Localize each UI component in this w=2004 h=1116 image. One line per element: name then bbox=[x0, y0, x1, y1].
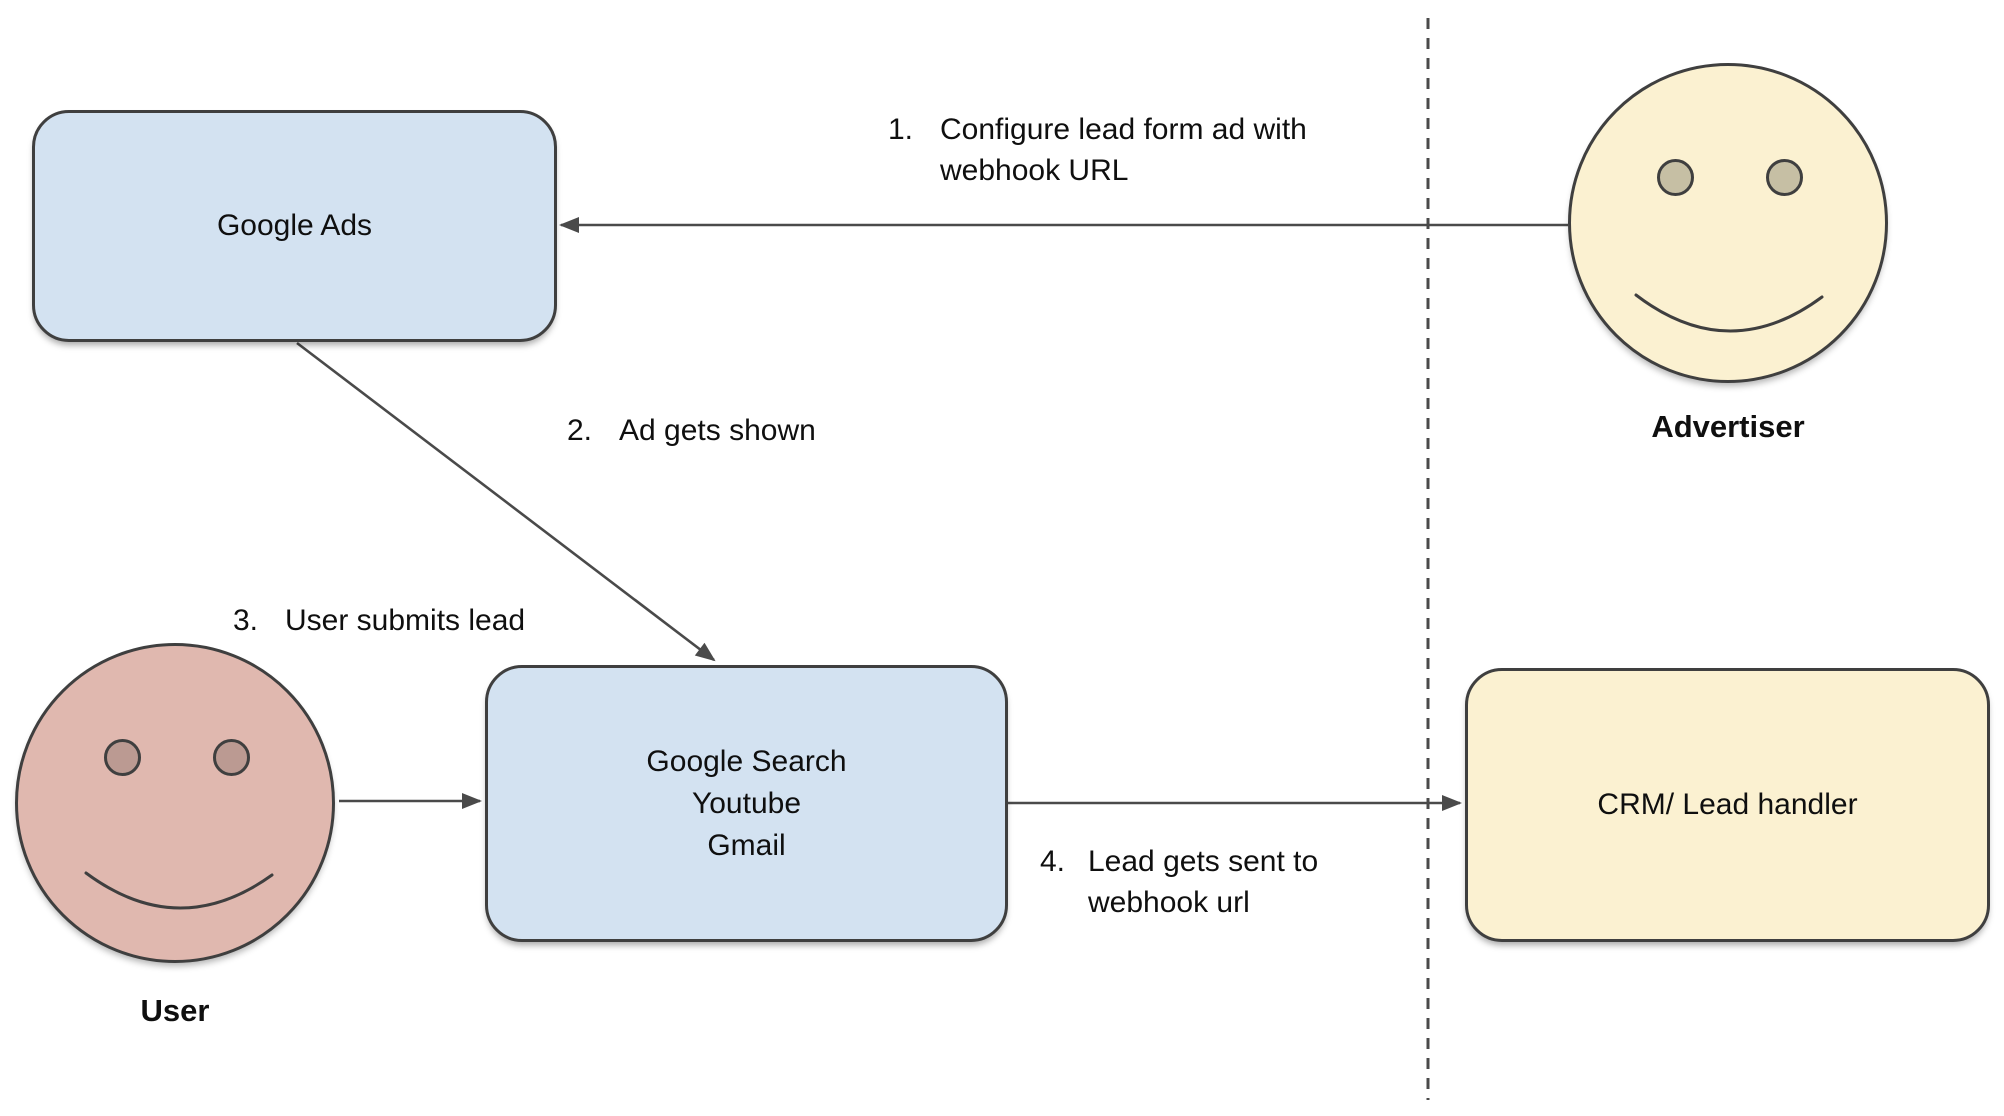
arrow-google-ads-to-surfaces bbox=[296, 341, 716, 662]
step-4-number: 4. bbox=[1040, 845, 1066, 878]
surfaces-label-line3: Gmail bbox=[707, 828, 786, 862]
step-1-configure-lead-form-label: 1. Configure lead form ad with webhook U… bbox=[888, 109, 1307, 191]
step-4-text-line2: webhook url bbox=[1088, 886, 1250, 919]
advertiser-smile-icon bbox=[1634, 293, 1824, 333]
advertiser-label: Advertiser bbox=[1651, 409, 1805, 444]
advertiser-smiley-face-icon bbox=[1568, 63, 1888, 383]
google-ads-box: Google Ads bbox=[32, 110, 557, 342]
step-2-ad-gets-shown-label: 2. Ad gets shown bbox=[567, 410, 816, 451]
step-1-text-line1: Configure lead form ad with bbox=[940, 113, 1307, 146]
step-2-text-line1: Ad gets shown bbox=[619, 414, 816, 447]
google-surfaces-box: Google Search Youtube Gmail bbox=[485, 665, 1008, 942]
surfaces-label-line2: Youtube bbox=[691, 786, 801, 820]
user-label: User bbox=[140, 993, 210, 1028]
surfaces-label-line1: Google Search bbox=[646, 744, 847, 778]
advertiser-left-eye-icon bbox=[1657, 159, 1694, 196]
step-4-text-line1: Lead gets sent to bbox=[1088, 845, 1319, 878]
user-smile-icon bbox=[84, 871, 274, 910]
step-3-text-line1: User submits lead bbox=[285, 604, 526, 637]
step-1-text-line2: webhook URL bbox=[940, 154, 1129, 187]
step-4-lead-sent-to-webhook-label: 4. Lead gets sent to webhook url bbox=[1040, 841, 1318, 923]
google-ads-label: Google Ads bbox=[216, 209, 373, 242]
crm-label: CRM/ Lead handler bbox=[1597, 788, 1858, 821]
step-3-user-submits-lead-label: 3. User submits lead bbox=[233, 600, 525, 641]
step-3-number: 3. bbox=[233, 604, 259, 637]
step-1-number: 1. bbox=[888, 113, 914, 146]
user-smiley-face-icon bbox=[15, 643, 335, 963]
crm-lead-handler-box: CRM/ Lead handler bbox=[1465, 668, 1990, 942]
advertiser-right-eye-icon bbox=[1766, 159, 1803, 196]
user-right-eye-icon bbox=[213, 739, 250, 776]
step-2-number: 2. bbox=[567, 414, 593, 447]
user-left-eye-icon bbox=[104, 739, 141, 776]
